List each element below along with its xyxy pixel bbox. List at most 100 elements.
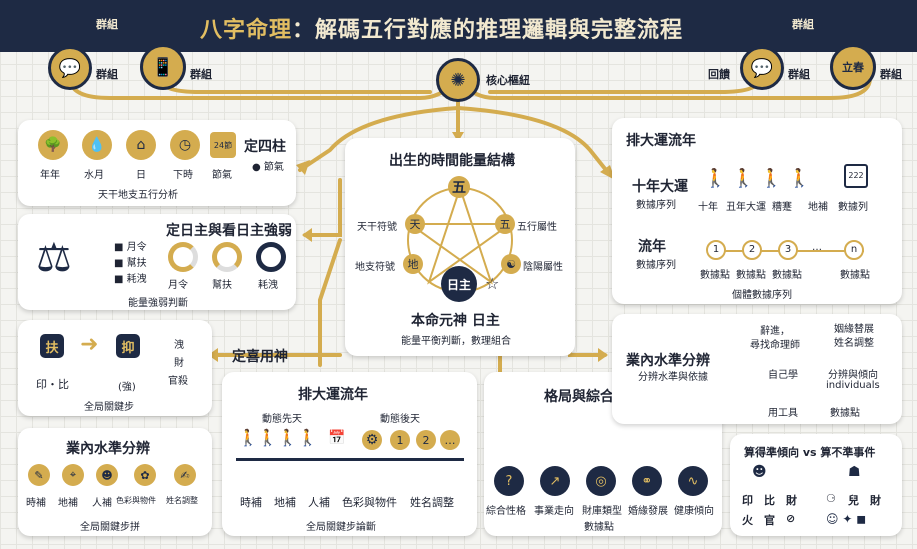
rizhu-avatar: 日主 xyxy=(441,266,477,302)
legend-2-text: 幫扶 xyxy=(126,258,147,269)
dayun-item-1: 時補 xyxy=(240,496,262,509)
year-node-1: 1 xyxy=(706,240,726,260)
rizhu-avatar-text: 日主 xyxy=(446,277,471,292)
rizhu-name: 本命元神 日主 xyxy=(411,313,500,329)
accuracy-title: 算得準傾向 vs 算不準事件 xyxy=(744,446,876,459)
ring-month xyxy=(168,242,198,272)
pillar-jieqi: 節氣 xyxy=(212,170,232,181)
industry-right-sub: 分辨水準與依據 xyxy=(638,372,708,383)
timeline-axis xyxy=(236,458,464,461)
accuracy-right-3: 財 xyxy=(870,494,881,507)
pattern-item-3: 財庫類型 xyxy=(582,506,622,517)
calendar-icon: 24節 xyxy=(210,132,236,158)
stamp-text: 立春 xyxy=(842,61,864,74)
industry-right-card[interactable]: 業內水準分辨 分辨水準與依據 辭進， 尋找命理師 自己學 用工具 姻緣替展 姓名… xyxy=(612,314,902,424)
water-icon: 💧 xyxy=(82,130,112,160)
center-birth-card[interactable]: 出生的時間能量結構 五 天 五 地 ☯ 天干符號 五行屬性 地支符號 陰陽屬性 … xyxy=(345,138,575,356)
industry-node-3: 用工具 xyxy=(768,408,798,419)
pillar-year: 年年 xyxy=(40,170,60,181)
title-main-part: ：解碼五行對應的推理邏輯與完整流程 xyxy=(292,18,684,43)
node-wu-right-text: 五 xyxy=(499,218,511,231)
industry-result-1: 姻緣替展 xyxy=(834,324,874,335)
pattern-item-4: 婚緣發展 xyxy=(628,506,668,517)
title-gold-part: 八字命理 xyxy=(200,18,293,43)
yongshen-officer: 官殺 xyxy=(168,376,188,387)
year-item-3: 數據點 xyxy=(772,270,802,281)
year-node-n-text: n xyxy=(850,244,858,255)
day-master-card[interactable]: 定日主與看日主強弱 ⚖ ■ 月令 ■ 幫扶 ■ 耗洩 月令 幫扶 耗洩 能量強弱… xyxy=(18,214,296,310)
accuracy-person-icon: ☻ xyxy=(752,464,767,480)
industry-node-1: 辭進， xyxy=(760,326,790,337)
suppress-badge: 抑 xyxy=(116,334,140,358)
decade-item-2: 丑年大運 xyxy=(726,202,766,213)
industry-left-item-3: 人補 xyxy=(92,498,112,509)
page-title: 八字命理：解碼五行對應的推理邏輯與完整流程 xyxy=(200,12,683,44)
year-item-4: 數據點 xyxy=(840,270,870,281)
industry-left-item-1: 時補 xyxy=(26,498,46,509)
industry-result-3: 數據點 xyxy=(830,408,860,419)
accuracy-right-1: ⚆ xyxy=(826,492,836,505)
left-group-label-2: 群組 xyxy=(190,68,212,81)
dayun-dot-2: 2 xyxy=(416,430,436,450)
yongshen-drain: 洩 xyxy=(174,340,184,351)
industry-result-2b: individuals xyxy=(826,380,880,391)
year-node-2-text: 2 xyxy=(748,244,756,255)
dayun-center-title: 排大運流年 xyxy=(298,387,368,403)
dayun-center-card[interactable]: 排大運流年 動態先天 動態後天 🚶🚶🚶🚶 📅 ⚙ 1 2 … 時補 地補 人補 … xyxy=(222,372,477,536)
left-group-tag: 群組 xyxy=(96,18,118,31)
industry-node-1b: 尋找命理師 xyxy=(750,340,800,351)
accuracy-left-6: ⊘ xyxy=(786,512,796,525)
decade-sub: 數據序列 xyxy=(636,200,676,211)
year-title: 流年 xyxy=(638,239,666,255)
jieqi-legend-text: 節氣 xyxy=(263,162,284,173)
core-hub-icon[interactable]: ✺ xyxy=(436,58,480,102)
pulse-icon: ∿ xyxy=(678,466,708,496)
calendar-stamp-icon[interactable]: 立春 xyxy=(830,44,876,90)
year-node-2: 2 xyxy=(742,240,762,260)
decade-calendar-icon: 222 xyxy=(844,164,868,188)
legend-3-text: 耗洩 xyxy=(126,274,147,285)
suppress-text: 抑 xyxy=(121,340,135,356)
legend-2: ■ 幫扶 xyxy=(114,258,147,269)
right-group-tag: 群組 xyxy=(792,18,814,31)
dayun-right-caption: 個體數據序列 xyxy=(732,290,792,301)
trend-icon: ↗ xyxy=(540,466,570,496)
dayun-dynamic-label: 動態後天 xyxy=(380,414,420,425)
pillar-month: 水月 xyxy=(84,170,104,181)
industry-left-item-4: 色彩與物件 xyxy=(116,496,156,505)
tree-icon: 🌳 xyxy=(38,130,68,160)
support-badge: 扶 xyxy=(40,334,64,358)
yongshen-wealth: 財 xyxy=(174,358,184,369)
pattern-caption: 數據點 xyxy=(584,522,614,533)
chat-icon[interactable]: 💬 xyxy=(48,46,92,90)
people-icon: 🚶🚶🚶🚶 xyxy=(238,428,318,447)
ring-month-label: 月令 xyxy=(168,280,188,291)
decade-title: 十年大運 xyxy=(632,179,688,195)
legend-1: ■ 月令 xyxy=(114,242,147,253)
dayun-right-card[interactable]: 排大運流年 十年大運 數據序列 🚶 🚶 🚶 🚶 222 十年 丑年大運 糟蹇 地… xyxy=(612,118,902,304)
year-node-n: n xyxy=(844,240,864,260)
support-text: 扶 xyxy=(45,340,59,356)
four-pillars-title: 定四柱 xyxy=(244,139,286,155)
accuracy-card[interactable]: 算得準傾向 vs 算不準事件 ☻ 印 比 財 火 官 ⊘ ☗ ⚆ 兒 財 ☺ ✦… xyxy=(730,434,902,536)
core-hub-label: 核心樞紐 xyxy=(486,74,530,87)
ring-drain-label: 耗洩 xyxy=(258,280,278,291)
yongshen-card[interactable]: 扶 ➜ 抑 印・比 (強) 洩 財 官殺 全局關鍵步 xyxy=(18,320,212,416)
accuracy-left-1: 印 xyxy=(742,494,753,507)
industry-left-card[interactable]: 業內水準分辨 ✎ ⌖ ☻ ✿ ✍ 時補 地補 人補 色彩與物件 姓名調整 全局關… xyxy=(18,428,212,536)
feedback-chat-icon[interactable]: 💬 xyxy=(740,46,784,90)
phone-icon[interactable]: 📱 xyxy=(140,44,186,90)
node-tian-text: 天 xyxy=(409,218,421,231)
coins-icon: ◎ xyxy=(586,466,616,496)
dayun-item-5: 姓名調整 xyxy=(410,496,454,509)
label-stem-symbol: 天干符號 xyxy=(357,222,397,233)
ring-drain xyxy=(256,242,286,272)
year-item-2: 數據點 xyxy=(736,270,766,281)
four-pillars-card[interactable]: 🌳 💧 ⌂ ◷ 24節 定四柱 年年 水月 日 下時 節氣 ● 節氣 天干地支五… xyxy=(18,120,296,206)
pattern-item-1: 綜合性格 xyxy=(486,506,526,517)
dayun-item-4: 色彩與物件 xyxy=(342,496,397,509)
label-element-attr: 五行屬性 xyxy=(517,222,557,233)
dayun-right-title: 排大運流年 xyxy=(626,133,696,149)
arrow-icon: ➜ xyxy=(80,332,99,357)
star-icon: ☆ xyxy=(485,274,500,293)
